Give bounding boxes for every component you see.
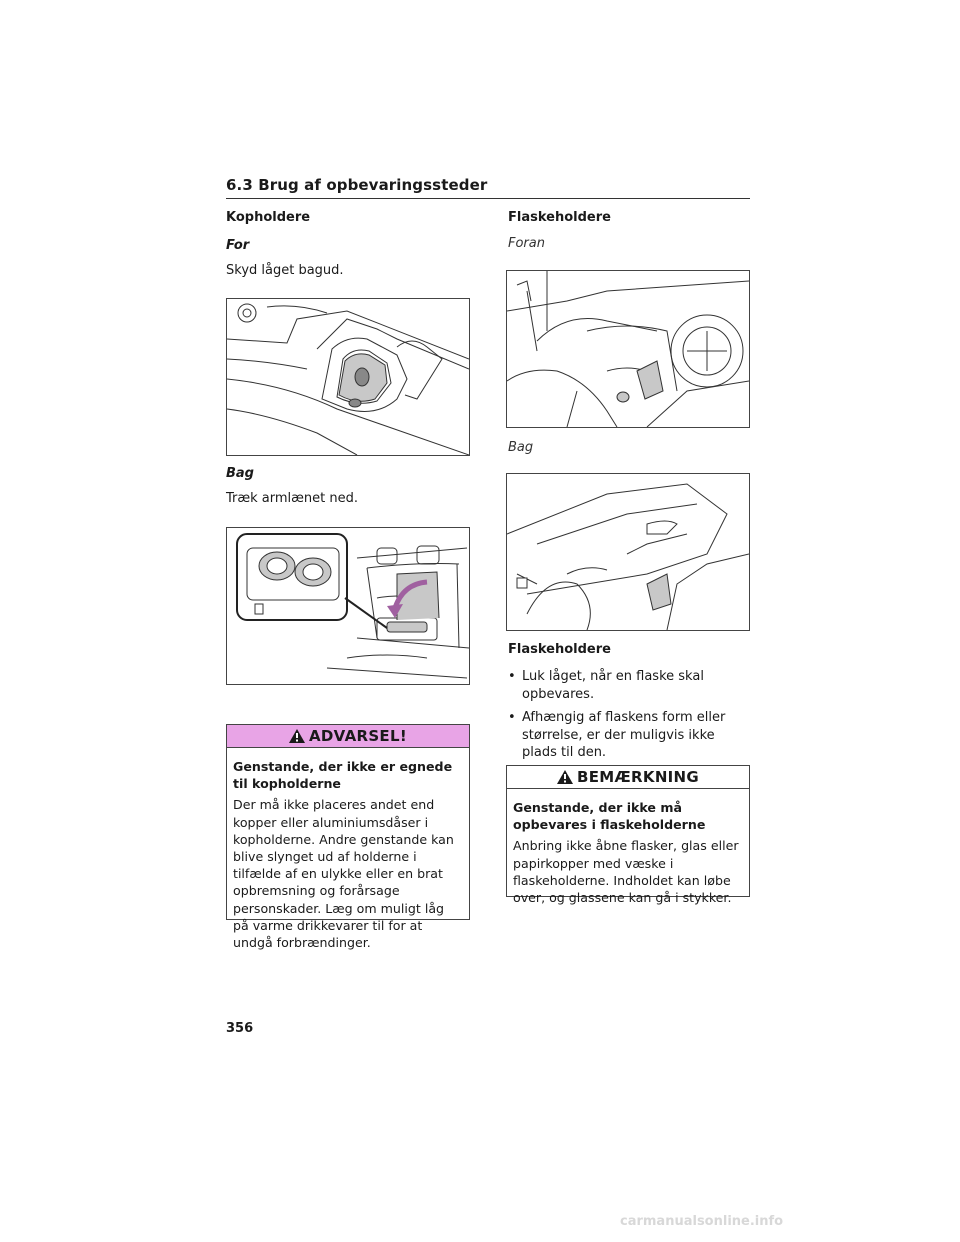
rear-bottleholder-illustration [506, 473, 750, 631]
cupholders-heading: Kopholdere [226, 210, 311, 225]
watermark: carmanualsonline.info [620, 1214, 784, 1229]
notice-box: BEMÆRKNING Genstande, der ikke må opbeva… [506, 765, 750, 905]
warning-body: Der må ikke placeres andet end kopper el… [233, 797, 454, 951]
notice-subtitle: Genstande, der ikke må opbevares i flask… [513, 800, 706, 833]
warning-header: ADVARSEL! [227, 725, 469, 748]
section-title: 6.3 Brug af opbevaringssteder [226, 176, 488, 194]
front-cupholder-illustration [226, 298, 470, 456]
front-instruction: Skyd låget bagud. [226, 263, 344, 278]
front-bottle-subheading: Foran [508, 236, 545, 251]
list-item: •Afhængig af flaskens form eller størrel… [508, 710, 726, 760]
warning-title: ADVARSEL! [309, 727, 407, 745]
rear-bottle-subheading: Bag [508, 440, 534, 455]
notice-header: BEMÆRKNING [507, 766, 749, 789]
page-number: 356 [226, 1021, 254, 1036]
notice-body: Anbring ikke åbne flasker, glas eller pa… [513, 838, 739, 906]
warning-triangle-icon [556, 770, 573, 784]
rear-instruction: Træk armlænet ned. [226, 491, 359, 506]
bottleholders-heading-2: Flaskeholdere [508, 642, 611, 657]
warning-subtitle: Genstande, der ikke er egnede til kophol… [233, 759, 453, 792]
rear-armrest-illustration [226, 527, 470, 685]
warning-triangle-icon [289, 729, 306, 743]
list-item: •Luk låget, når en flaske skal opbevares… [508, 669, 704, 702]
front-bottleholder-illustration [506, 270, 750, 428]
section-divider [226, 198, 750, 199]
bottleholder-bullet-list: •Luk låget, når en flaske skal opbevares… [508, 668, 748, 768]
rear-subheading: Bag [226, 466, 254, 481]
notice-title: BEMÆRKNING [576, 768, 700, 786]
front-subheading: For [226, 238, 250, 253]
warning-box: ADVARSEL! Genstande, der ikke er egnede … [226, 724, 470, 950]
bottleholders-heading: Flaskeholdere [508, 210, 611, 225]
